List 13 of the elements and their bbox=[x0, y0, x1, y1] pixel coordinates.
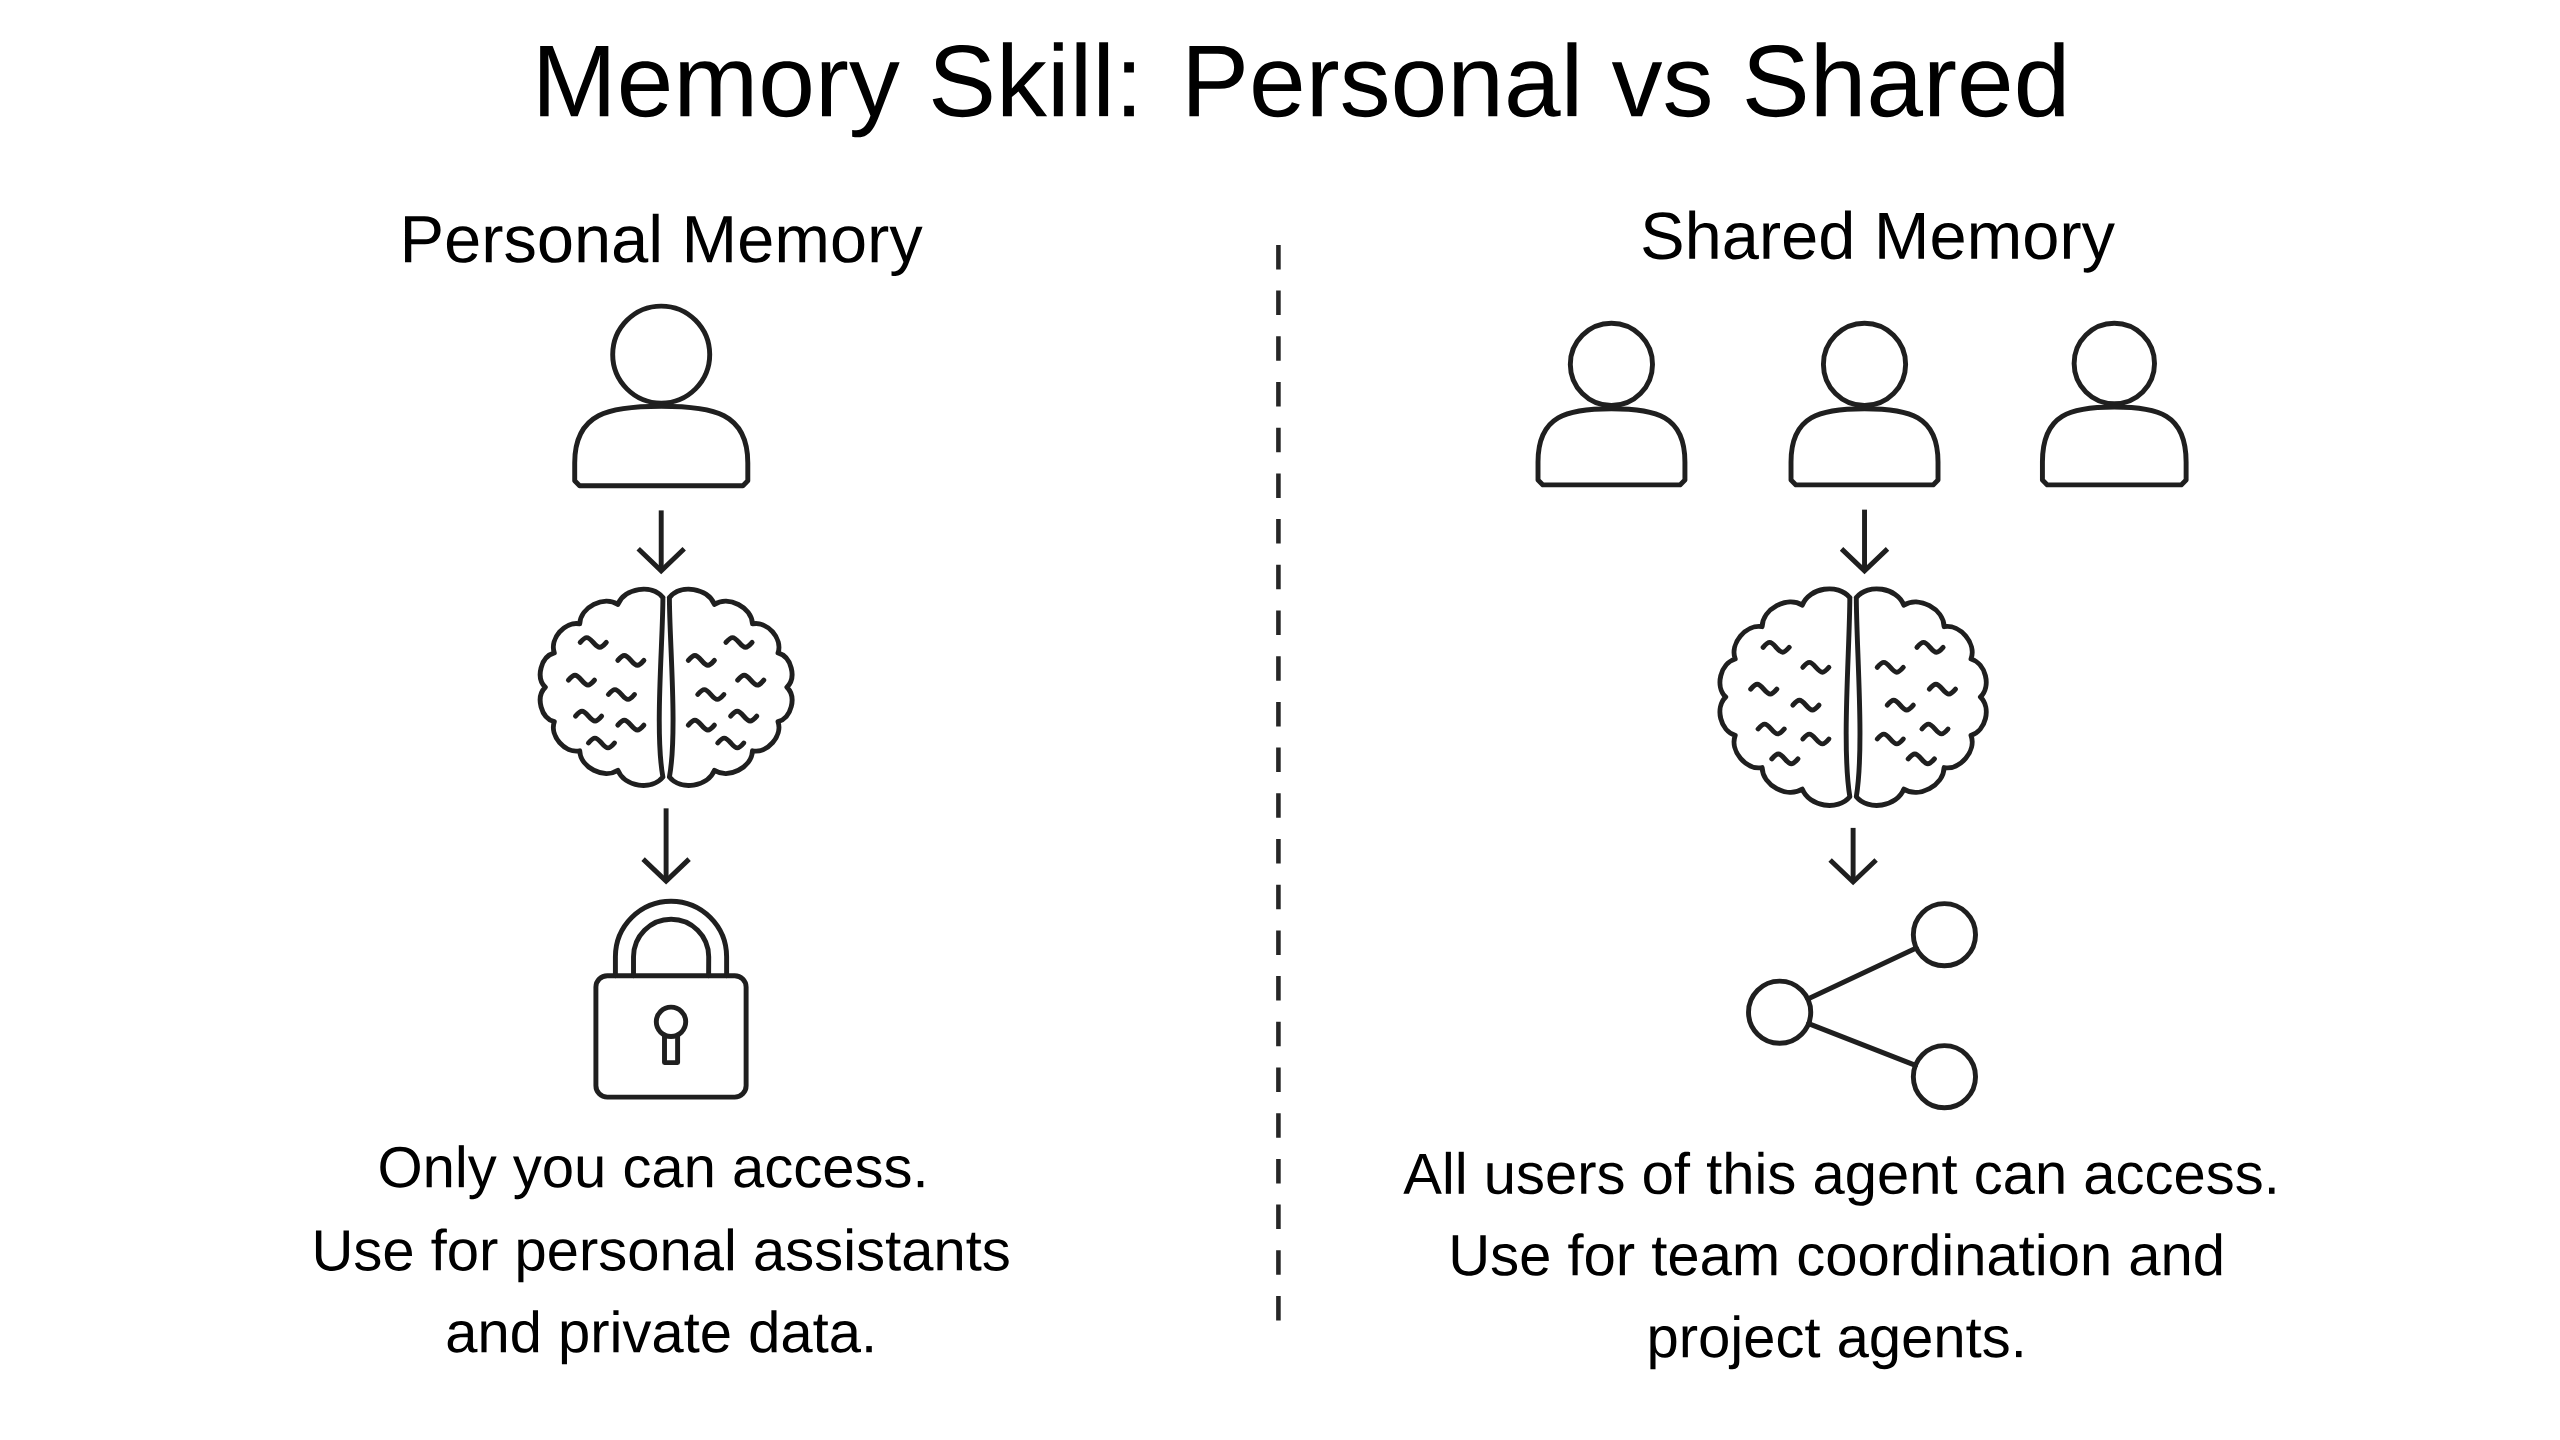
description-text: Only you can access. bbox=[380, 1145, 924, 1200]
title: Memory Skill: Personal vs Shared bbox=[540, 42, 2064, 138]
description-text: Use for personal assistants and private data. bbox=[315, 1228, 1009, 1365]
person-icon bbox=[572, 303, 751, 489]
column-heading: Shared Memory bbox=[1643, 210, 2115, 273]
brain-icon bbox=[537, 586, 795, 788]
person-icon bbox=[1535, 320, 1688, 488]
description-text: Use for team coordination and project agents. bbox=[1452, 1233, 2222, 1370]
lock-icon bbox=[593, 898, 749, 1100]
brain-icon bbox=[1717, 586, 1989, 808]
share-icon bbox=[1746, 901, 1978, 1111]
person-icon bbox=[2039, 320, 2189, 488]
person-icon bbox=[1788, 320, 1941, 488]
